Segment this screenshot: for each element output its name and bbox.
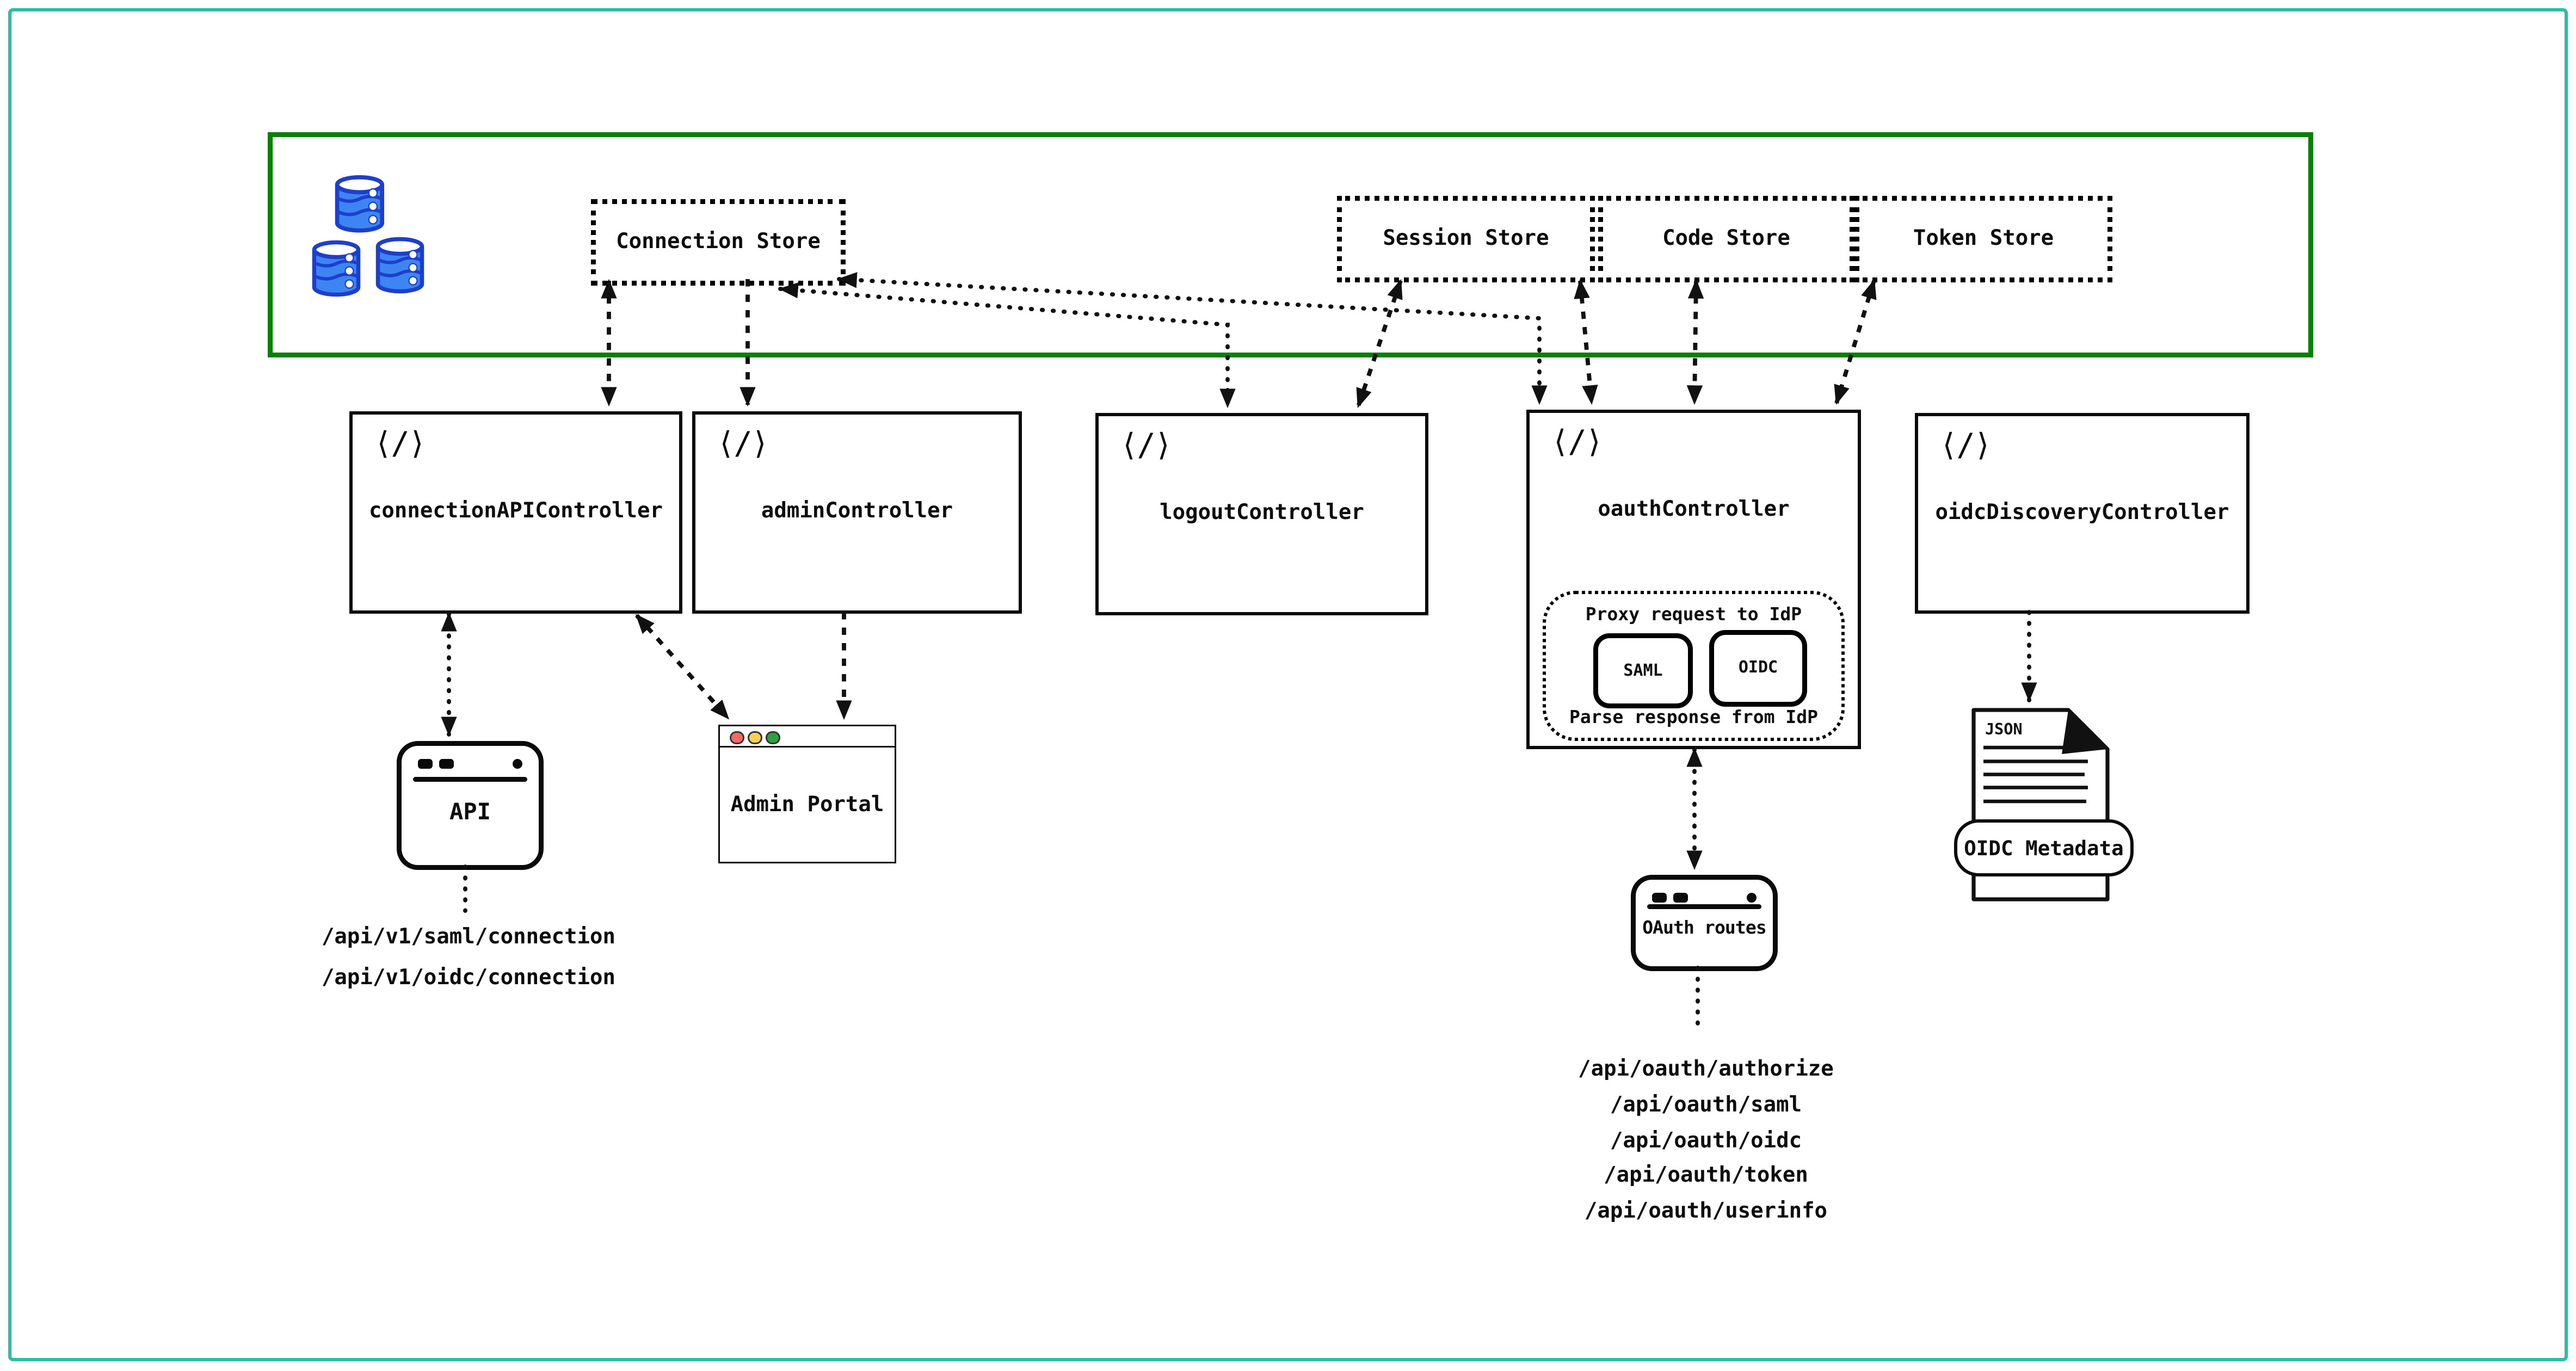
- admin-portal-label: Admin Portal: [730, 793, 884, 818]
- connection-api-controller-label: connectionAPIController: [368, 499, 663, 524]
- window-button-icon: [1652, 893, 1667, 903]
- admin-portal-window[interactable]: Admin Portal: [718, 725, 896, 863]
- json-file-type-label: JSON: [1985, 720, 2023, 738]
- session-store-box[interactable]: Session Store: [1337, 196, 1595, 282]
- oauth-routes-label: OAuth routes: [1642, 917, 1767, 938]
- code-icon: ⟨/⟩: [1120, 428, 1173, 464]
- code-icon: ⟨/⟩: [374, 426, 427, 462]
- saml-protocol-box[interactable]: SAML: [1593, 633, 1693, 708]
- page-border: [8, 8, 2568, 1362]
- oidc-discovery-controller-label: oidcDiscoveryController: [1935, 501, 2229, 526]
- code-icon: ⟨/⟩: [717, 426, 769, 462]
- logout-controller-box[interactable]: ⟨/⟩ logoutController: [1095, 413, 1428, 615]
- code-icon: ⟨/⟩: [1551, 424, 1604, 460]
- session-store-label: Session Store: [1383, 227, 1549, 251]
- endpoint-text: /api/oauth/oidc: [1610, 1128, 1802, 1153]
- browser-title-bar: [720, 726, 895, 748]
- window-button-icon: [1673, 893, 1688, 903]
- api-window-label: API: [449, 800, 491, 826]
- window-button-icon: [513, 759, 522, 769]
- oauth-endpoint-list: /api/oauth/authorize /api/oauth/saml /ap…: [1543, 1053, 1869, 1231]
- admin-controller-label: adminController: [761, 499, 953, 524]
- parse-response-label: Parse response from IdP: [1569, 707, 1818, 728]
- connection-api-controller-box[interactable]: ⟨/⟩ connectionAPIController: [349, 411, 682, 614]
- oidc-metadata-label: OIDC Metadata: [1964, 836, 2124, 860]
- endpoint-text: /api/oauth/authorize: [1578, 1058, 1834, 1082]
- logout-controller-label: logoutController: [1160, 501, 1364, 526]
- admin-controller-box[interactable]: ⟨/⟩ adminController: [692, 411, 1022, 614]
- oauth-routes-window[interactable]: OAuth routes: [1631, 875, 1778, 971]
- token-store-box[interactable]: Token Store: [1854, 196, 2112, 282]
- endpoint-text: /api/oauth/saml: [1610, 1093, 1802, 1118]
- oidc-metadata-banner: OIDC Metadata: [1954, 819, 2134, 876]
- token-store-label: Token Store: [1913, 227, 2054, 251]
- idp-proxy-box: Proxy request to IdP SAML OIDC Parse res…: [1543, 591, 1845, 741]
- saml-label: SAML: [1623, 662, 1663, 680]
- minimize-traffic-light-icon[interactable]: [748, 730, 762, 744]
- code-store-box[interactable]: Code Store: [1598, 196, 1854, 282]
- connection-store-label: Connection Store: [616, 230, 821, 255]
- window-toolbar-divider: [1647, 904, 1761, 909]
- code-icon: ⟨/⟩: [1939, 428, 1992, 464]
- connection-store-box[interactable]: Connection Store: [591, 199, 846, 286]
- oidc-label: OIDC: [1738, 659, 1778, 677]
- proxy-request-label: Proxy request to IdP: [1585, 604, 1802, 625]
- maximize-traffic-light-icon[interactable]: [766, 730, 780, 744]
- endpoint-text: /api/v1/oidc/connection: [321, 966, 615, 991]
- endpoint-text: /api/oauth/token: [1604, 1164, 1808, 1189]
- window-button-icon: [418, 759, 433, 769]
- database-icon: [304, 163, 434, 310]
- api-window[interactable]: API: [397, 741, 544, 870]
- endpoint-text: /api/oauth/userinfo: [1584, 1200, 1828, 1225]
- oauth-controller-box[interactable]: ⟨/⟩ oauthController Proxy request to IdP…: [1526, 410, 1861, 749]
- window-button-icon: [1747, 893, 1757, 903]
- close-traffic-light-icon[interactable]: [730, 730, 744, 744]
- oidc-protocol-box[interactable]: OIDC: [1709, 630, 1807, 707]
- oauth-controller-label: oauthController: [1598, 498, 1790, 522]
- window-toolbar-divider: [413, 777, 527, 782]
- api-endpoint-list: /api/v1/saml/connection /api/v1/oidc/con…: [281, 917, 656, 999]
- oidc-discovery-controller-box[interactable]: ⟨/⟩ oidcDiscoveryController: [1915, 413, 2250, 614]
- code-store-label: Code Store: [1662, 227, 1790, 251]
- endpoint-text: /api/v1/saml/connection: [321, 925, 615, 950]
- window-button-icon: [439, 759, 454, 769]
